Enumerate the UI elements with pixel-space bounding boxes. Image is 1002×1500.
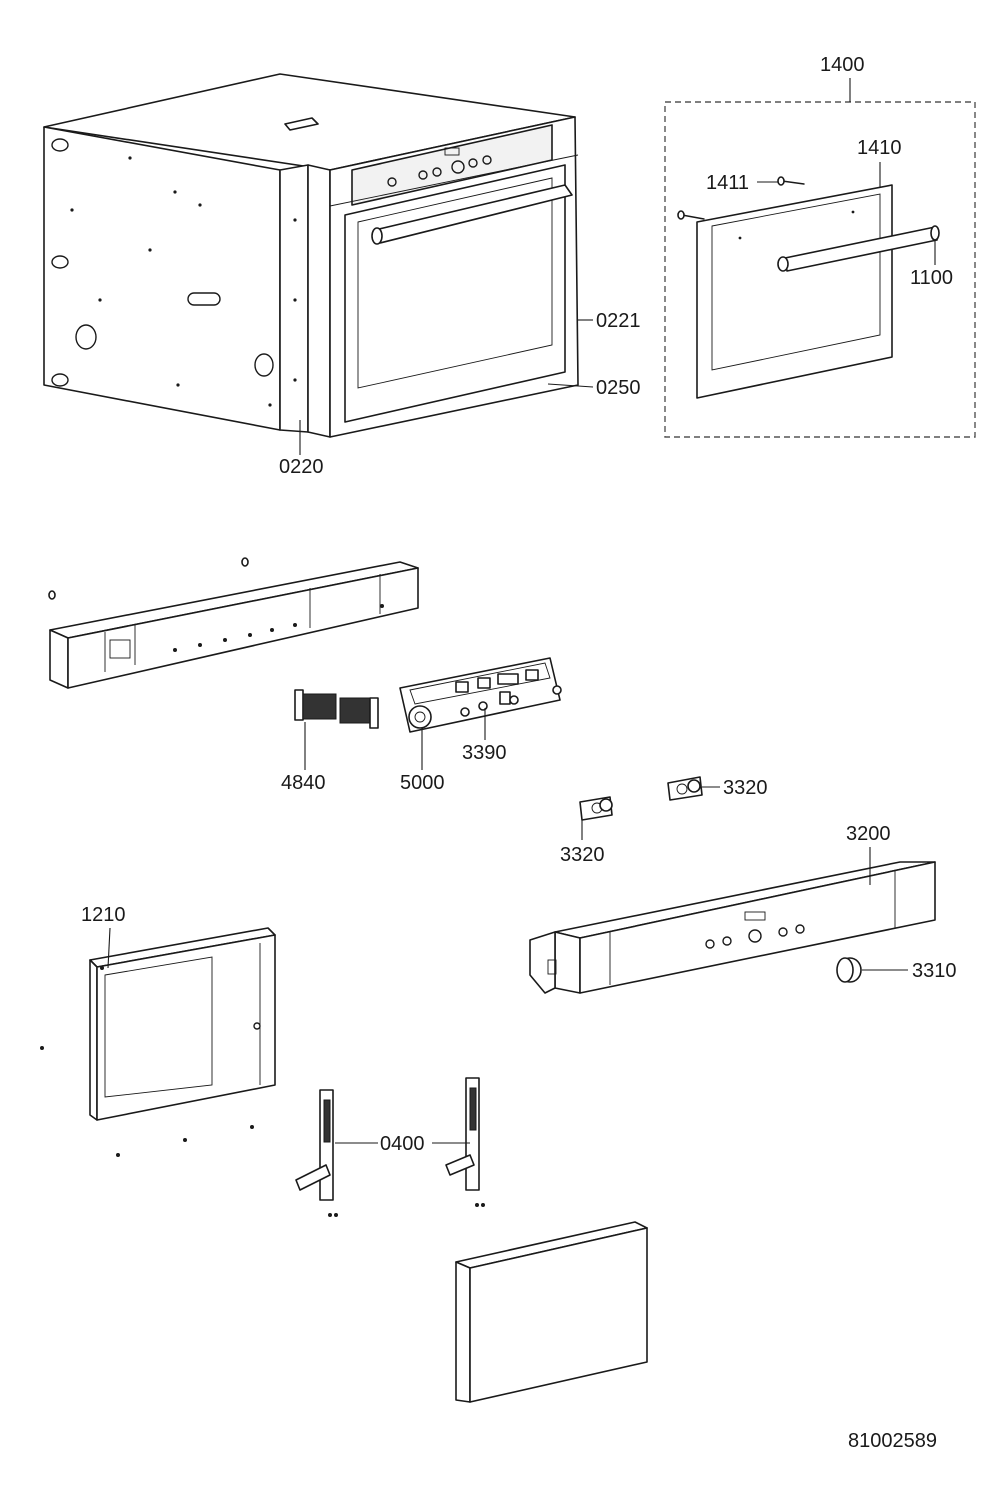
control-frame-rail <box>48 557 419 689</box>
part-label-0221: 0221 <box>596 310 641 332</box>
oven-housing <box>43 73 579 438</box>
door-screw <box>677 176 805 220</box>
part-label-1210: 1210 <box>81 904 126 926</box>
control-knob <box>836 957 862 983</box>
part-label-0220: 0220 <box>279 456 324 478</box>
push-button-piece <box>667 776 703 801</box>
part-label-3320-right: 3320 <box>723 777 768 799</box>
packaging-box <box>455 1221 648 1403</box>
part-label-1410: 1410 <box>857 137 902 159</box>
door-hinge <box>295 1089 338 1217</box>
part-label-1411: 1411 <box>706 172 750 194</box>
control-circuit-board <box>399 657 562 733</box>
part-label-1100: 1100 <box>910 267 954 289</box>
part-label-4840: 4840 <box>281 772 326 794</box>
part-label-0400: 0400 <box>380 1133 425 1155</box>
document-id: 81002589 <box>848 1430 937 1452</box>
part-label-5000: 5000 <box>400 772 445 794</box>
push-button-piece <box>579 796 613 821</box>
door-assembly-box <box>664 101 976 438</box>
ribbon-cable <box>294 689 379 729</box>
inner-door-panel <box>40 927 276 1157</box>
part-label-3310: 3310 <box>912 960 957 982</box>
part-label-1400: 1400 <box>820 54 865 76</box>
part-label-0250: 0250 <box>596 377 641 399</box>
part-label-3320-left: 3320 <box>560 844 605 866</box>
door-hinge <box>445 1077 485 1207</box>
door-glass-panel <box>696 184 940 399</box>
part-label-3390: 3390 <box>462 742 507 764</box>
part-label-3200: 3200 <box>846 823 891 845</box>
control-panel-fascia <box>529 861 936 994</box>
